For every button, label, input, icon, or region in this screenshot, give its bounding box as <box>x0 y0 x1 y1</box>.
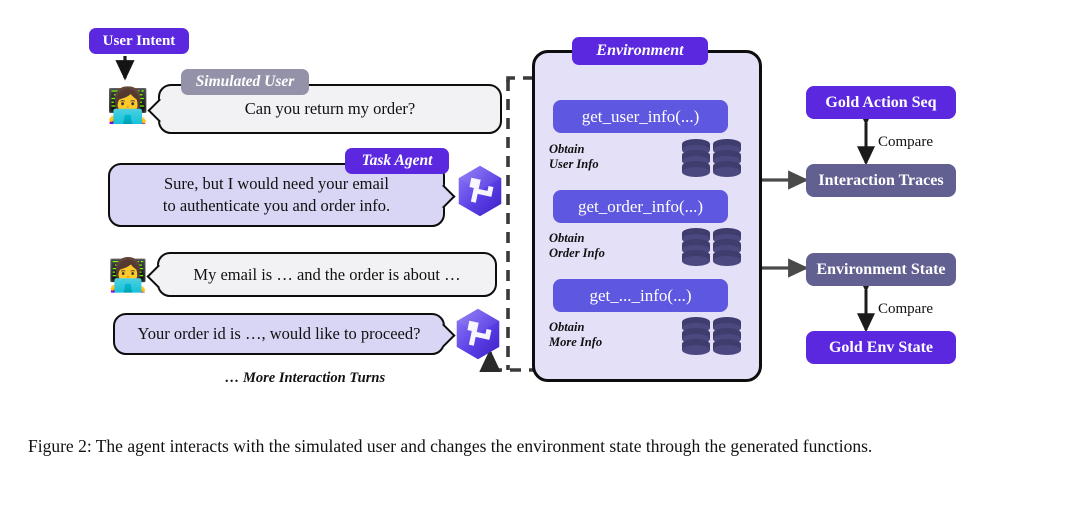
environment-title-badge: Environment <box>572 37 708 65</box>
bubble-tail <box>147 98 172 123</box>
chat-bubble-user-2: My email is … and the order is about … <box>146 252 497 297</box>
gold-env-state-box: Gold Env State <box>806 331 956 364</box>
interaction-traces-box: Interaction Traces <box>806 164 956 197</box>
obtain-line-2: More Info <box>549 335 603 350</box>
compare-label-bottom: Compare <box>878 301 933 317</box>
obtain-line-1: Obtain <box>549 320 585 334</box>
user-intent-badge: User Intent <box>89 28 189 54</box>
chat-bubble-agent-2: Your order id is …, would like to procee… <box>113 313 456 355</box>
environment-state-box: Environment State <box>806 253 956 286</box>
compare-label-top: Compare <box>878 134 933 150</box>
agent-hexagon-logo-2 <box>450 306 506 362</box>
task-agent-badge: Task Agent <box>345 148 449 174</box>
avatar-simulated-user-2: 👩‍💻 <box>108 257 148 293</box>
obtain-line-2: Order Info <box>549 246 605 261</box>
gold-action-seq-box: Gold Action Seq <box>806 86 956 119</box>
obtain-line-1: Obtain <box>549 231 585 245</box>
simulated-user-badge: Simulated User <box>181 69 309 95</box>
obtain-order-info-label: Obtain Order Info <box>549 231 625 262</box>
obtain-more-info-label: Obtain More Info <box>549 320 625 351</box>
chat-bubble-text: My email is … and the order is about … <box>193 264 461 284</box>
avatar-simulated-user-1: 👩‍💻 <box>106 88 150 125</box>
chat-bubble-agent-1: Sure, but I would need your email to aut… <box>108 163 456 227</box>
database-stack-icon-3 <box>681 316 743 356</box>
chat-bubble-text: Can you return my order? <box>244 99 416 119</box>
figure-caption: Figure 2: The agent interacts with the s… <box>28 436 873 456</box>
bubble-tail <box>146 263 171 289</box>
obtain-user-info-label: Obtain User Info <box>549 142 621 173</box>
obtain-line-1: Obtain <box>549 142 585 156</box>
agent-hexagon-logo-1 <box>452 163 508 219</box>
function-box-get-more-info[interactable]: get_..._info(...) <box>553 279 728 312</box>
function-box-get-user-info[interactable]: get_user_info(...) <box>553 100 728 133</box>
obtain-line-2: User Info <box>549 157 599 172</box>
chat-bubble-text: Sure, but I would need your email to aut… <box>162 174 391 215</box>
chat-bubble-user-1: Can you return my order? <box>147 84 502 134</box>
more-interaction-turns-label: … More Interaction Turns <box>224 369 386 386</box>
database-stack-icon-2 <box>681 227 743 267</box>
function-box-get-order-info[interactable]: get_order_info(...) <box>553 190 728 223</box>
chat-bubble-text: Your order id is …, would like to procee… <box>137 324 421 344</box>
environment-output-arrows <box>762 170 809 278</box>
database-stack-icon-1 <box>681 138 743 178</box>
